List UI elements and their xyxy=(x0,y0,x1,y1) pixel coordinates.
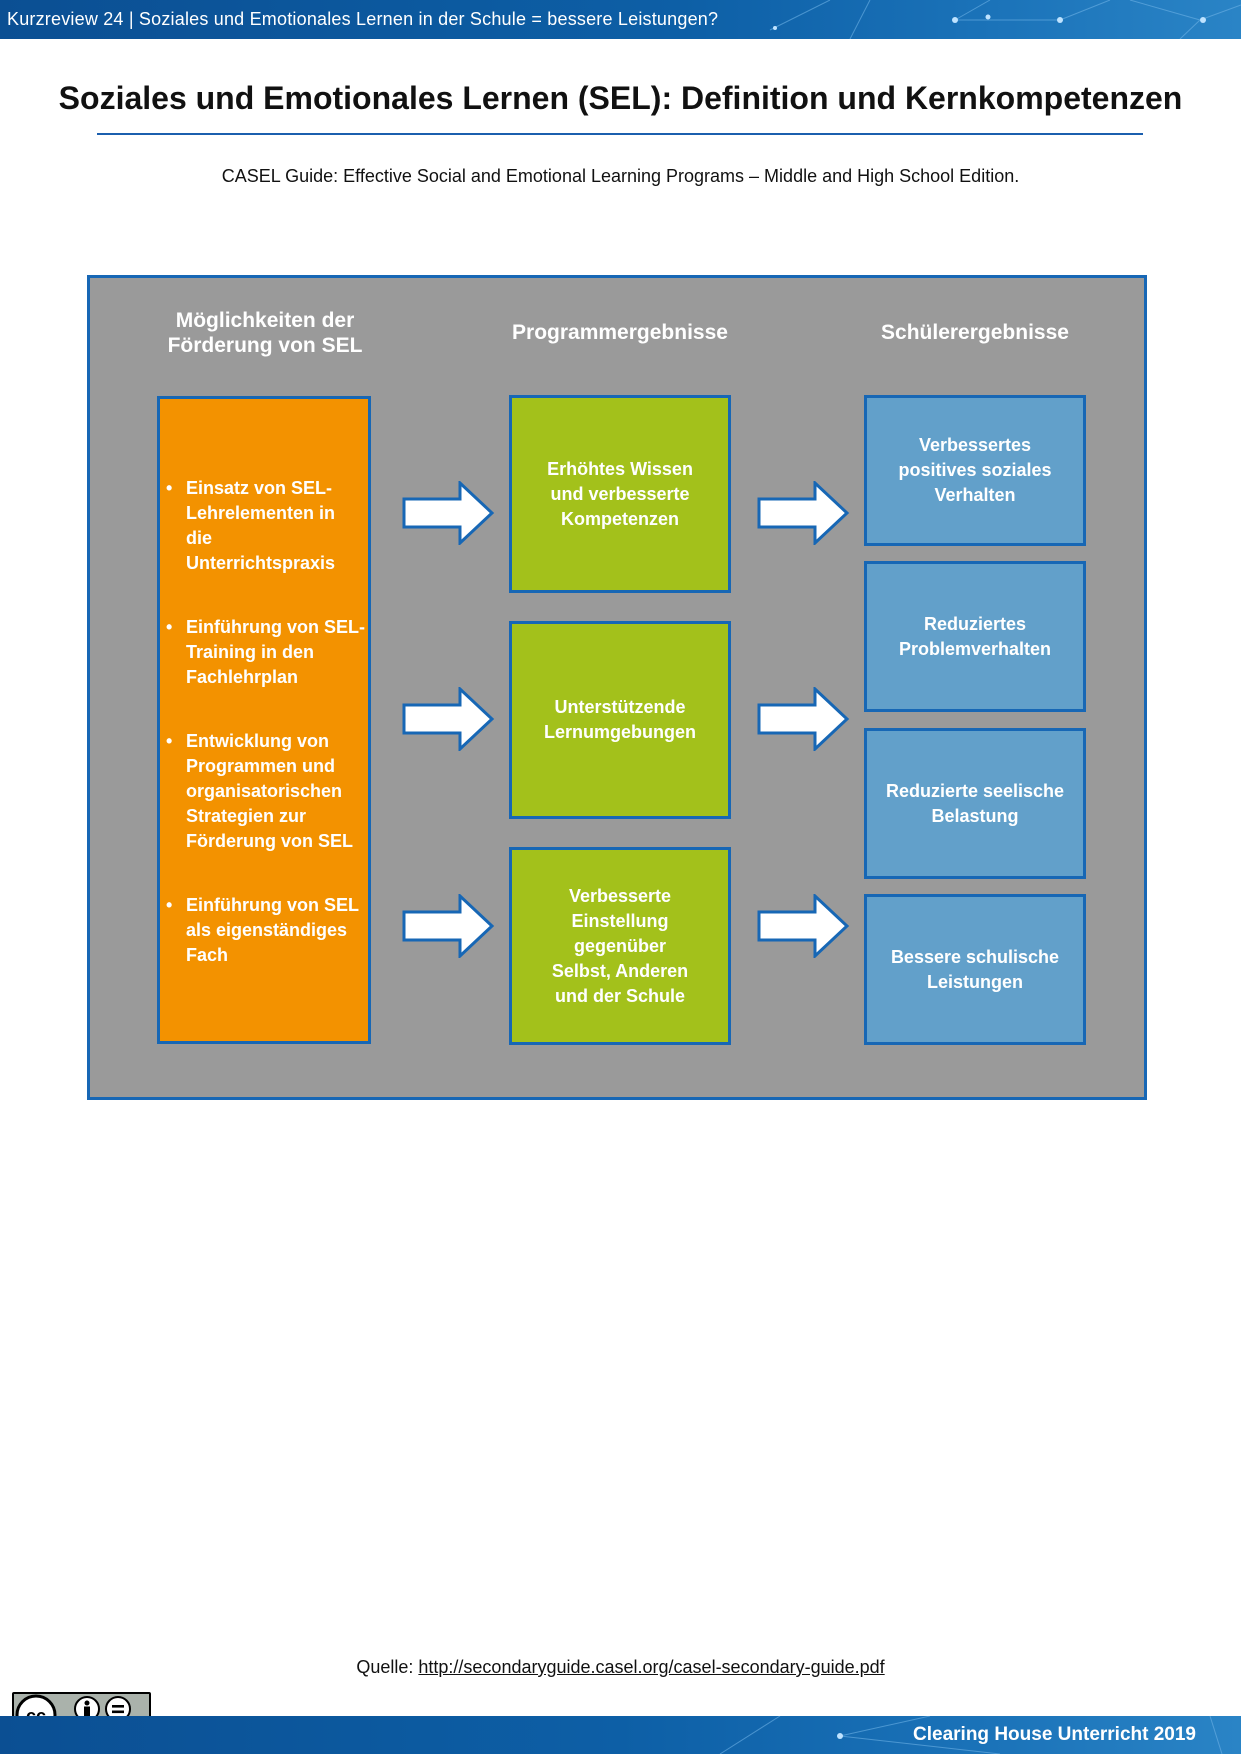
header-text: Kurzreview 24 | Soziales und Emotionales… xyxy=(7,9,719,29)
student-outcome-box: Reduziertes Problemverhalten xyxy=(864,561,1086,712)
arrow-right-icon xyxy=(757,481,850,545)
program-outcome-box: Verbesserte Einstellung gegenüber Selbst… xyxy=(509,847,731,1045)
page-subtitle: CASEL Guide: Effective Social and Emotio… xyxy=(221,166,1020,186)
source-label: Quelle: xyxy=(356,1657,414,1677)
arrow-right-icon xyxy=(757,894,850,958)
column-heading-program-outcomes: Programmergebnisse xyxy=(512,321,728,344)
approach-item: Entwicklung von Programmen und organisat… xyxy=(166,729,366,854)
approaches-box: Einsatz von SEL-Lehrelementen in die Unt… xyxy=(157,396,371,1044)
student-outcome-label: Reduziertes Problemverhalten xyxy=(898,613,1052,659)
footer-text: Clearing House Unterricht 2019 xyxy=(913,1724,1196,1745)
network-decoration-icon xyxy=(769,0,1241,39)
network-decoration-icon xyxy=(719,1716,1223,1754)
student-outcome-label: Reduzierte seelische Belastung xyxy=(885,780,1065,826)
title-divider xyxy=(97,133,1143,135)
program-outcome-label: Unterstützende Lernumgebungen xyxy=(544,697,696,742)
approach-item: Einführung von SEL als eigenständiges Fa… xyxy=(166,893,366,968)
arrow-right-icon xyxy=(402,481,495,545)
column-heading-approaches: Möglichkeiten der Förderung von SEL xyxy=(167,309,363,357)
page-title: Soziales und Emotionales Lernen (SEL): D… xyxy=(58,80,1183,116)
approach-item: Einführung von SEL-Training in den Fachl… xyxy=(166,615,366,690)
source-line: Quelle: http://secondaryguide.casel.org/… xyxy=(0,1657,1241,1678)
arrow-right-icon xyxy=(757,687,850,751)
program-outcome-box: Erhöhtes Wissen und verbesserte Kompeten… xyxy=(509,395,731,593)
arrow-right-icon xyxy=(402,894,495,958)
student-outcome-label: Bessere schulische Leistungen xyxy=(890,946,1060,992)
source-link[interactable]: http://secondaryguide.casel.org/casel-se… xyxy=(418,1657,885,1677)
approach-item: Einsatz von SEL-Lehrelementen in die Unt… xyxy=(166,476,366,576)
program-outcome-label: Verbesserte Einstellung gegenüber Selbst… xyxy=(551,885,689,1006)
column-heading-student-outcomes: Schülerergebnisse xyxy=(881,321,1069,344)
student-outcome-box: Bessere schulische Leistungen xyxy=(864,894,1086,1045)
footer-bar: Clearing House Unterricht 2019 xyxy=(0,1716,1241,1754)
header-bar: Kurzreview 24 | Soziales und Emotionales… xyxy=(0,0,1241,39)
student-outcome-box: Reduzierte seelische Belastung xyxy=(864,728,1086,879)
student-outcome-box: Verbessertes positives soziales Verhalte… xyxy=(864,395,1086,546)
program-outcome-box: Unterstützende Lernumgebungen xyxy=(509,621,731,819)
arrow-right-icon xyxy=(402,687,495,751)
program-outcome-label: Erhöhtes Wissen und verbesserte Kompeten… xyxy=(547,458,693,529)
student-outcome-label: Verbessertes positives soziales Verhalte… xyxy=(898,435,1052,505)
